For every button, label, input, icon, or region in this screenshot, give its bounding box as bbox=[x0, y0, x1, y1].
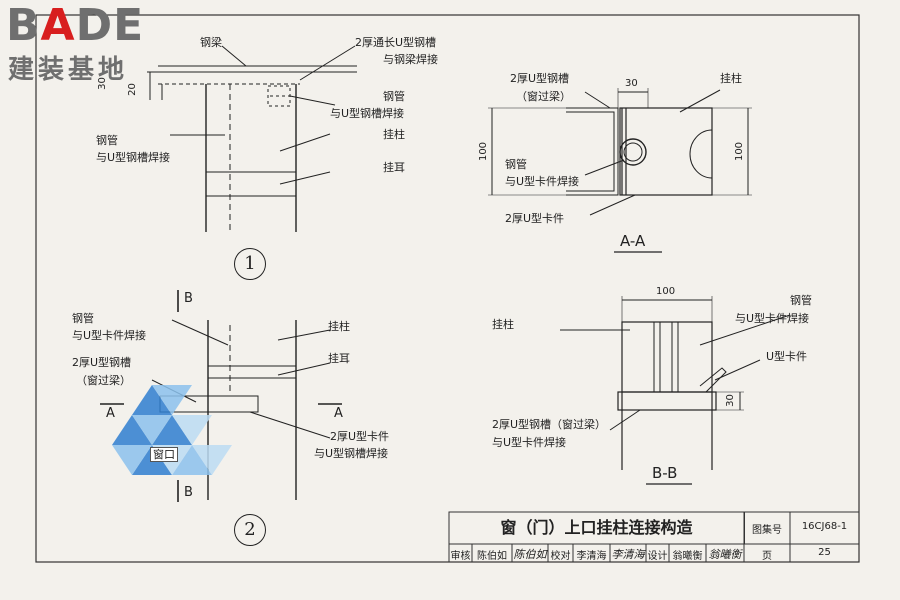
aa-channel-label-2: （窗过梁） bbox=[516, 90, 571, 103]
d1-pipe-label: 钢管 bbox=[383, 90, 405, 103]
page-label: 页 bbox=[762, 551, 772, 562]
detail1-graphic bbox=[147, 45, 357, 232]
frame-border bbox=[35, 14, 860, 563]
logo-subtitle: 建装基地 bbox=[8, 55, 129, 85]
watermark-logo bbox=[112, 385, 232, 475]
aa-pipe-label-1: 钢管 bbox=[505, 158, 527, 171]
bb-dim-top: 100 bbox=[656, 286, 676, 297]
review-label: 审核 bbox=[450, 551, 471, 562]
drawing-title: 窗（门）上口挂柱连接构造 bbox=[449, 512, 745, 544]
d1-dim-20: 20 bbox=[126, 83, 138, 96]
logo-brand: BADE bbox=[6, 0, 145, 51]
design-signature: 翁曦衡 bbox=[708, 548, 742, 561]
d2-channel-label-1: 2厚U型钢槽 bbox=[72, 356, 132, 369]
check-label: 校对 bbox=[550, 551, 571, 562]
page-number: 25 bbox=[818, 547, 831, 558]
aa-dim-right: 100 bbox=[734, 141, 746, 162]
bb-clip-label: U型卡件 bbox=[766, 350, 808, 363]
d1-pipe-weld-label: 与U型钢槽焊接 bbox=[330, 107, 405, 120]
aa-dim-left: 100 bbox=[478, 141, 490, 162]
aa-pipe-label-2: 与U型卡件焊接 bbox=[505, 175, 580, 188]
d2-pipe-label-1: 钢管 bbox=[72, 312, 94, 325]
d1-ear-label: 挂耳 bbox=[383, 161, 405, 174]
d1-channel-label-2: 与钢梁焊接 bbox=[383, 53, 438, 66]
atlas-label: 图集号 bbox=[752, 525, 782, 536]
d1-column-label: 挂柱 bbox=[383, 128, 405, 141]
bb-channel-label-1: 2厚U型钢槽（窗过梁） bbox=[492, 418, 607, 431]
d2-pipe-label-2: 与U型卡件焊接 bbox=[72, 329, 147, 342]
watermark-label: 窗口 bbox=[150, 447, 178, 462]
d1-dim-30: 30 bbox=[96, 77, 108, 90]
detail1-number: 1 bbox=[234, 248, 266, 280]
d2-cut-b-top: B bbox=[184, 291, 193, 306]
aa-dim-top: 30 bbox=[625, 78, 638, 89]
detail2-number: 2 bbox=[234, 514, 266, 546]
bb-pipe-label-2: 与U型卡件焊接 bbox=[735, 312, 810, 325]
aa-clip-label: 2厚U型卡件 bbox=[505, 212, 565, 225]
sectionBB-graphic bbox=[560, 296, 791, 485]
title-block: 窗（门）上口挂柱连接构造 图集号 16CJ68-1 审核 陈伯如 陈伯如 校对 … bbox=[449, 512, 859, 562]
atlas-number: 16CJ68-1 bbox=[801, 521, 848, 532]
bb-channel-label-2: 与U型卡件焊接 bbox=[492, 436, 567, 449]
aa-column-label: 挂柱 bbox=[720, 72, 742, 85]
check-name: 李清海 bbox=[576, 551, 607, 562]
design-name: 翁曦衡 bbox=[672, 551, 703, 562]
title-block-grid bbox=[448, 511, 860, 563]
bb-section-title: B-B bbox=[652, 464, 678, 482]
d2-cut-b-bottom: B bbox=[184, 485, 193, 500]
design-label: 设计 bbox=[647, 551, 668, 562]
d1-left-label-2: 与U型钢槽焊接 bbox=[96, 151, 171, 164]
detail2-graphic bbox=[100, 290, 342, 502]
review-signature: 陈伯如 bbox=[513, 548, 547, 561]
d2-cut-a-right: A bbox=[334, 406, 343, 421]
d2-clip-label-2: 与U型钢槽焊接 bbox=[314, 447, 389, 460]
d2-ear-label: 挂耳 bbox=[328, 352, 350, 365]
bb-pipe-label-1: 钢管 bbox=[790, 294, 812, 307]
bb-dim-right: 30 bbox=[724, 394, 736, 407]
brand-logo: BADE 建装基地 bbox=[6, 0, 176, 85]
review-name: 陈伯如 bbox=[477, 551, 507, 562]
d2-clip-label-1: 2厚U型卡件 bbox=[330, 430, 390, 443]
d2-column-label: 挂柱 bbox=[328, 320, 350, 333]
d2-channel-label-2: （窗过梁） bbox=[76, 374, 131, 387]
d2-cut-a-left: A bbox=[106, 406, 115, 421]
check-signature: 李清海 bbox=[611, 548, 645, 561]
aa-channel-label-1: 2厚U型钢槽 bbox=[510, 72, 570, 85]
aa-section-title: A-A bbox=[620, 232, 646, 250]
d1-channel-label-1: 2厚通长U型钢槽 bbox=[355, 36, 437, 49]
d1-beam-label: 钢梁 bbox=[200, 36, 222, 49]
bb-column-label: 挂柱 bbox=[492, 318, 514, 331]
sectionAA-graphic bbox=[488, 88, 752, 253]
d1-left-label-1: 钢管 bbox=[96, 134, 118, 147]
